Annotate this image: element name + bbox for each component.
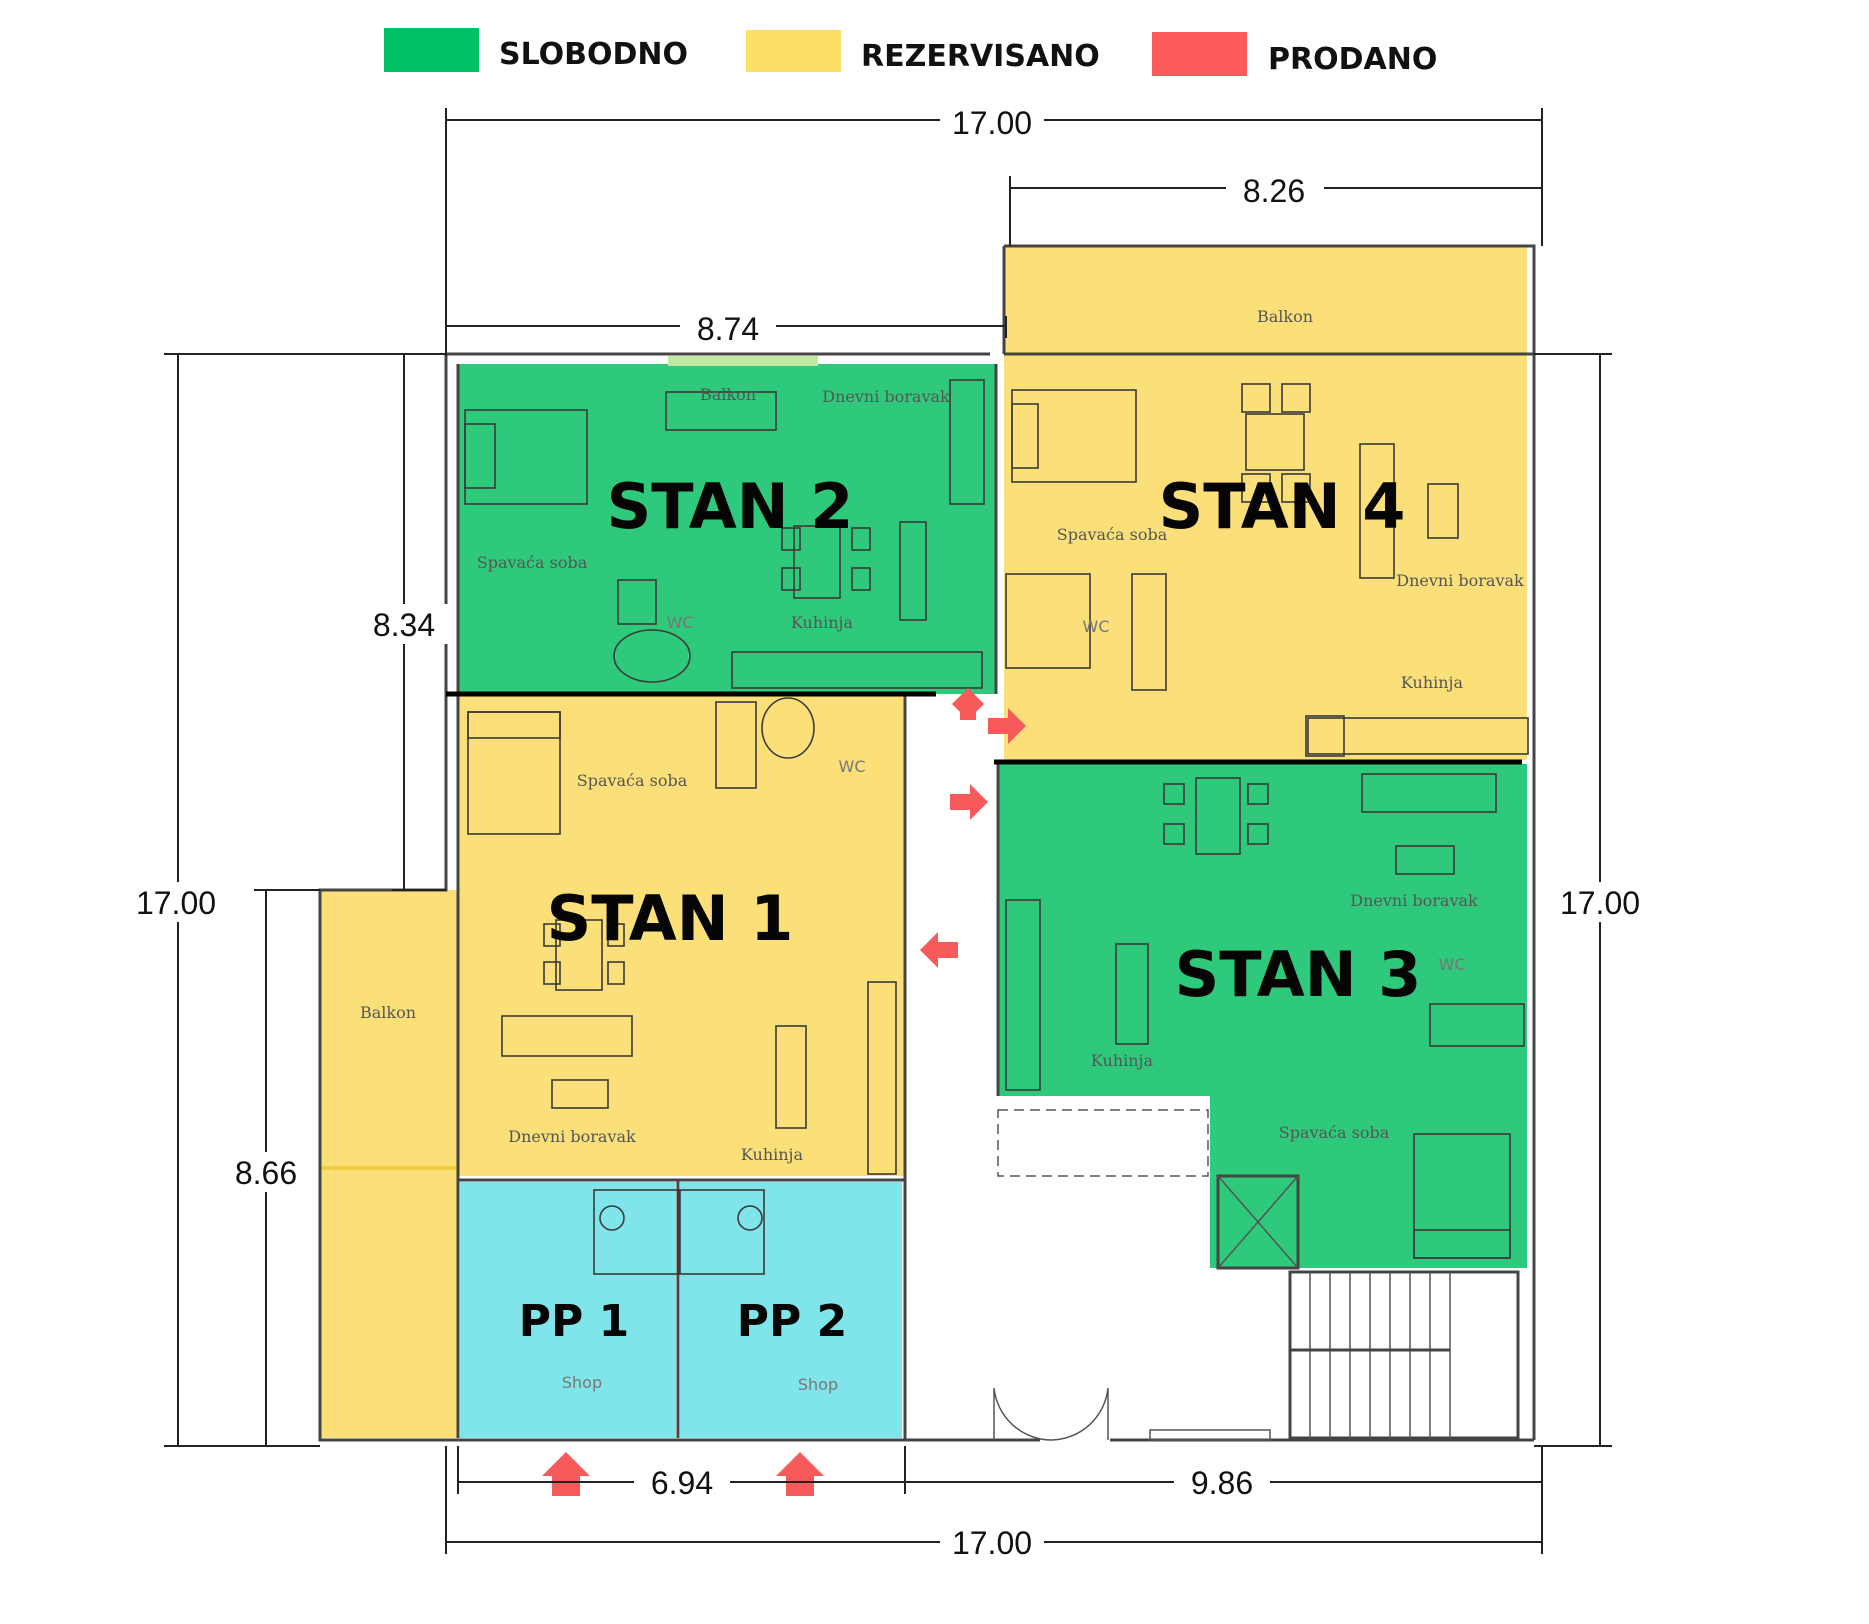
legend-label-prodano: PRODANO bbox=[1268, 42, 1437, 77]
legend-swatch-slobodno bbox=[384, 28, 479, 72]
dim-left-lower: 8.66 bbox=[235, 1155, 297, 1191]
legend-swatch-prodano bbox=[1152, 32, 1247, 76]
legend-label-rezervisano: REZERVISANO bbox=[861, 39, 1100, 74]
dim-bottom-left: 6.94 bbox=[651, 1465, 713, 1501]
stan2-kuhinja-label: Kuhinja bbox=[791, 613, 854, 632]
stan2-wc-label: WC bbox=[667, 613, 694, 632]
stan1-label: STAN 1 bbox=[547, 882, 794, 955]
stan4-area bbox=[1004, 246, 1527, 760]
dim-bottom-total: 17.00 bbox=[952, 1525, 1032, 1561]
dim-left-outer: 17.00 bbox=[136, 885, 216, 921]
dimensions: 17.00 8.26 8.74 17.00 8.34 8.66 17.00 bbox=[130, 102, 1652, 1561]
pp1-label: PP 1 bbox=[519, 1296, 629, 1347]
stan4-label: STAN 4 bbox=[1159, 470, 1406, 543]
pp2-shop-label: Shop bbox=[798, 1375, 838, 1394]
stan4-kuhinja-label: Kuhinja bbox=[1401, 673, 1464, 692]
dim-top-right: 8.26 bbox=[1243, 173, 1305, 209]
stan3-spavaca-label: Spavaća soba bbox=[1279, 1123, 1390, 1142]
legend-label-slobodno: SLOBODNO bbox=[499, 37, 688, 72]
arrow-up-icon bbox=[542, 1452, 590, 1496]
dim-top-total: 17.00 bbox=[952, 105, 1032, 141]
dim-top-left: 8.74 bbox=[697, 311, 759, 347]
stan2-spavaca-label: Spavaća soba bbox=[477, 553, 588, 572]
stan4-wc-label: WC bbox=[1083, 617, 1110, 636]
stan2-area bbox=[458, 364, 996, 694]
legend-swatch-rezervisano bbox=[746, 30, 841, 72]
stan2-label: STAN 2 bbox=[607, 470, 854, 543]
elevator-shaft bbox=[1216, 1174, 1300, 1270]
arrow-up-icon bbox=[776, 1452, 824, 1496]
dim-right-outer: 17.00 bbox=[1560, 885, 1640, 921]
stan1-balcony bbox=[320, 890, 458, 1438]
stan2-balcony-strip bbox=[668, 356, 818, 366]
arrow-right-icon bbox=[950, 784, 988, 820]
pp2-label: PP 2 bbox=[737, 1296, 847, 1347]
core-dashed-box bbox=[997, 1109, 1209, 1177]
stan1-kuhinja-label: Kuhinja bbox=[741, 1145, 804, 1164]
stan1-area bbox=[320, 694, 905, 1176]
room-labels: Balkon Balkon Dnevni boravak Spavaća sob… bbox=[360, 307, 1524, 1394]
stan3-kuhinja-label: Kuhinja bbox=[1091, 1051, 1154, 1070]
stan1-dnevni-label: Dnevni boravak bbox=[508, 1127, 636, 1146]
elevator-x2 bbox=[1217, 1175, 1299, 1269]
legend: SLOBODNO REZERVISANO PRODANO bbox=[384, 28, 1437, 77]
arrow-left-icon bbox=[920, 932, 958, 968]
dim-left-upper: 8.34 bbox=[373, 607, 435, 643]
main-entrance-door bbox=[993, 1387, 1109, 1441]
stairs bbox=[1288, 1270, 1520, 1440]
arrow-up-icon bbox=[952, 688, 984, 720]
stan2-balkon-label: Balkon bbox=[700, 385, 756, 404]
stan1-spavaca-label: Spavaća soba bbox=[577, 771, 688, 790]
arrow-right-icon bbox=[988, 708, 1026, 744]
stan4-dnevni-label: Dnevni boravak bbox=[1396, 571, 1524, 590]
stan1-wc-label: WC bbox=[839, 757, 866, 776]
pp1-shop-label: Shop bbox=[562, 1373, 602, 1392]
stan3-area bbox=[998, 764, 1527, 1268]
unit-fills bbox=[320, 246, 1527, 1438]
unit-labels: STAN 2 STAN 4 STAN 1 STAN 3 PP 1 PP 2 bbox=[519, 470, 1422, 1347]
outer-wall bbox=[446, 244, 1536, 1442]
stan3-label: STAN 3 bbox=[1175, 938, 1422, 1011]
entrance-arrows bbox=[542, 688, 1026, 1496]
stan3-dnevni-label: Dnevni boravak bbox=[1350, 891, 1478, 910]
dim-bottom-right: 9.86 bbox=[1191, 1465, 1253, 1501]
pp1-area bbox=[460, 1182, 676, 1438]
stan1-balkon-label: Balkon bbox=[360, 1003, 416, 1022]
stan4-balkon-label: Balkon bbox=[1257, 307, 1313, 326]
stan3-wc-label: WC bbox=[1439, 955, 1466, 974]
stan2-dnevni-label: Dnevni boravak bbox=[822, 387, 950, 406]
pp2-area bbox=[680, 1182, 902, 1438]
furniture bbox=[464, 379, 1529, 1275]
south-window bbox=[1149, 1429, 1271, 1441]
stan4-spavaca-label: Spavaća soba bbox=[1057, 525, 1168, 544]
